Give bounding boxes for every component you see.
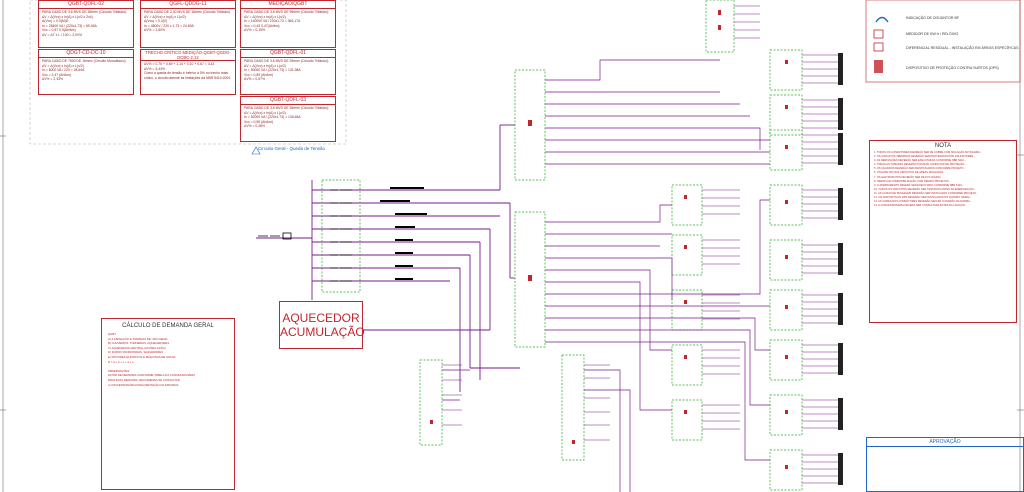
calculo-demanda-box: CÁLCULO DE DEMANDA GERAL QGBT A) ILUMINA…: [101, 318, 235, 490]
nota-title: NOTA: [934, 143, 952, 149]
dps-icon: [874, 60, 883, 73]
feeder-labels: [380, 187, 427, 280]
protection-devices: [430, 10, 788, 469]
qgbt-breakers: [330, 189, 352, 282]
queda-icon: [251, 146, 261, 155]
aprovacao-title: APROVAÇÃO: [867, 438, 1023, 447]
calc-box-body: PARA CABO DE 3,6 MVS DE 95mm² (Circuito …: [244, 10, 329, 33]
calc-box-qdfl-02: QGBT-QDFL-02 PARA CABO DE 3,6 MVS DE 35m…: [38, 0, 134, 48]
calc-box-title: TRECHO CRÍTICO MEDIÇÃO-QGBT-QGDG-DCBC-2,…: [141, 50, 235, 61]
branch-circuits: [442, 5, 840, 484]
sub-feeders: [442, 59, 770, 492]
aquecedor-acumulacao-box: AQUECEDOR ACUMULAÇÃO: [279, 301, 365, 349]
meter-icon: [873, 29, 884, 39]
calc-box-qdfl-03: QGBT-QDFL-03 PARA CABO DE 3,6 MVS DE 35m…: [240, 96, 336, 142]
demanda-lines: QGBT A) ILUMINAÇÃO E TOMADAS DE USO GERA…: [108, 332, 196, 387]
calc-box-qddg-11: QGFL-QDDG-11 PARA CABO DE 2,40 MVS DE 16…: [140, 0, 236, 48]
nota-lines: 1. TODOS OS CONDUTORES DEVERÃO SER DE CO…: [874, 151, 983, 208]
calc-box-body: PARA CABO DE 2,40 MVS DE 16mm² (Circuito…: [144, 10, 231, 33]
main-feeders: [256, 124, 520, 392]
legend-text-dr: DIFERENCIAL RESIDUAL - INSTALAÇÃO EM ÁRE…: [906, 46, 1019, 50]
calc-box-title: QGBT-QDFL-02: [39, 1, 133, 9]
calc-box-trecho-critico: TRECHO CRÍTICO MEDIÇÃO-QGBT-QGDG-DCBC-2,…: [140, 49, 236, 95]
legend-text-dps: DISPOSITIVO DE PROTEÇÃO CONTRA SURTOS (D…: [906, 66, 999, 70]
calc-box-title: QDGT-CD-DC-10: [39, 50, 133, 58]
calc-box-dc-10: QDGT-CD-DC-10 PARA CABO DE 7500 DE 16mm²…: [38, 49, 134, 95]
nota-box: NOTA 1. TODOS OS CONDUTORES DEVERÃO SER …: [869, 140, 1017, 323]
legend-text-meter: MEDIDOR DE KW·h / RELÓGIO: [906, 32, 959, 36]
calc-box-title: QGBT-QDFL-03: [241, 97, 335, 105]
calc-box-title: QGFL-QDDG-11: [141, 1, 235, 9]
legend-icons: [873, 16, 889, 73]
calc-region-outline: [29, 0, 347, 145]
legend-text-breaker: INDICAÇÃO DE DISJUNTOR BF: [906, 16, 960, 20]
calc-box-body: PARA CABO DE 3,6 MVS DE 25mm² (Circuito …: [244, 59, 329, 82]
calc-box-body: PARA CABO DE 3,6 MVS DE 35mm² (Circuito …: [42, 10, 127, 37]
calc-box-title: QGBT-QDFL-01: [241, 50, 335, 58]
demanda-title: CÁLCULO DE DEMANDA GERAL: [122, 323, 214, 329]
aquecedor-line-1: AQUECEDOR: [282, 311, 360, 325]
qgbt-panel: [321, 179, 361, 293]
calc-box-medicao-qgbt: MEDIÇÃO/QGBT PARA CABO DE 3,6 MVS DE 95m…: [240, 0, 336, 48]
circuit-ends: [838, 53, 843, 485]
dr-icon: [873, 42, 884, 52]
distribution-panels: [419, 0, 803, 491]
breaker-icon: [875, 16, 889, 23]
aprovacao-box: APROVAÇÃO: [866, 437, 1024, 492]
legend-box: [865, 0, 1021, 83]
calc-box-qdfl-01: QGBT-QDFL-01 PARA CABO DE 3,6 MVS DE 25m…: [240, 49, 336, 95]
service-entrance: [258, 232, 292, 240]
queda-tensao-label: Circuito Geral - Queda de Tensão: [258, 146, 325, 151]
calc-box-body: PARA CABO DE 3,6 MVS DE 35mm² (Circuito …: [244, 106, 329, 129]
calc-box-title: MEDIÇÃO/QGBT: [241, 1, 335, 9]
calc-box-body: ΔV% = 0,75 + 0,69 + 1,14 + 0,10 + 0,67 =…: [144, 62, 232, 80]
aquecedor-line-2: ACUMULAÇÃO: [280, 325, 365, 339]
calc-box-body: PARA CABO DE 7500 DE 16mm² (Circuito Mon…: [42, 59, 126, 82]
